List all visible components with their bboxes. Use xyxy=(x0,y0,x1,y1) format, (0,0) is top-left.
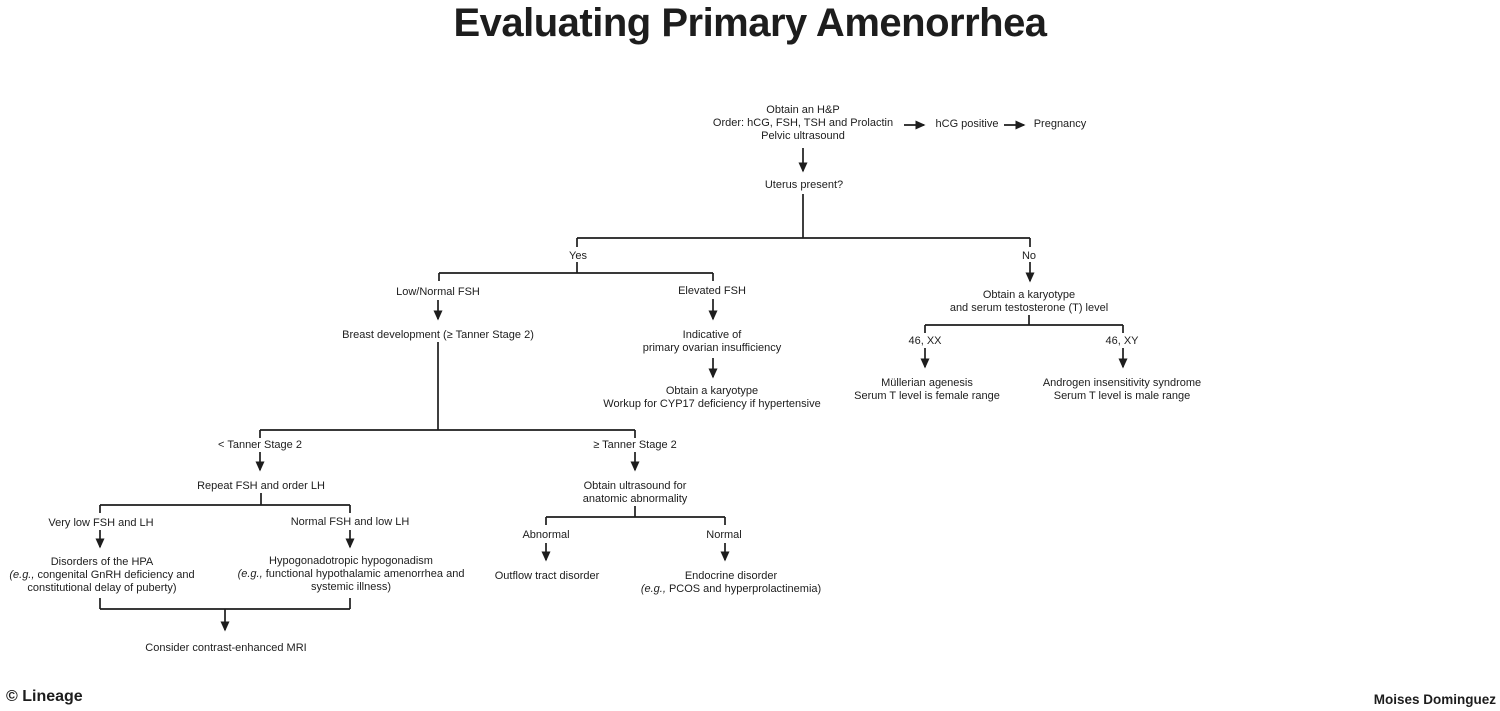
node-obtain-hp: Obtain an H&P Order: hCG, FSH, TSH and P… xyxy=(712,104,894,142)
branch-label-normal-fsh-low-lh: Normal FSH and low LH xyxy=(290,516,410,528)
branch-label-46xy: 46, XY xyxy=(1105,335,1139,347)
node-breast-development: Breast development (≥ Tanner Stage 2) xyxy=(342,329,534,341)
node-endocrine-disorder: Endocrine disorder (e.g., PCOS and hyper… xyxy=(640,570,822,595)
node-hcg-positive: hCG positive xyxy=(935,118,999,130)
branch-label-no: No xyxy=(1021,250,1037,262)
branch-label-lt-tanner2: < Tanner Stage 2 xyxy=(218,439,302,451)
eg-italic: (e.g., xyxy=(237,568,263,580)
node-outflow-tract: Outflow tract disorder xyxy=(494,570,600,582)
branch-label-abnormal: Abnormal xyxy=(522,529,570,541)
branch-label-ge-tanner2: ≥ Tanner Stage 2 xyxy=(593,439,677,451)
eg-italic: (e.g., xyxy=(9,569,35,581)
footer-copyright: © Lineage xyxy=(6,688,83,705)
node-karyotype-cyp17: Obtain a karyotype Workup for CYP17 defi… xyxy=(603,385,821,410)
node-indicative-poi: Indicative of primary ovarian insufficie… xyxy=(642,329,782,354)
node-disorders-hpa: Disorders of the HPA (e.g., congenital G… xyxy=(9,556,195,594)
node-repeat-fsh-lh: Repeat FSH and order LH xyxy=(197,480,325,492)
branch-label-46xx: 46, XX xyxy=(908,335,942,347)
node-obtain-ultrasound: Obtain ultrasound for anatomic abnormali… xyxy=(582,480,688,505)
branch-label-low-normal-fsh: Low/Normal FSH xyxy=(396,286,480,298)
node-karyotype-testosterone: Obtain a karyotype and serum testosteron… xyxy=(949,289,1109,314)
eg-italic: (e.g., xyxy=(640,583,666,595)
node-mullerian-agenesis: Müllerian agenesis Serum T level is fema… xyxy=(854,377,1000,402)
node-pregnancy: Pregnancy xyxy=(1033,118,1087,130)
node-androgen-insensitivity: Androgen insensitivity syndrome Serum T … xyxy=(1042,377,1202,402)
footer-author: Moises Dominguez xyxy=(1373,692,1496,707)
branch-label-yes: Yes xyxy=(569,250,587,262)
node-hypogonadotropic: Hypogonadotropic hypogonadism (e.g., fun… xyxy=(237,555,465,593)
branch-label-elevated-fsh: Elevated FSH xyxy=(678,285,746,297)
page-title: Evaluating Primary Amenorrhea xyxy=(453,1,1047,45)
branch-label-normal: Normal xyxy=(706,529,742,541)
branch-label-very-low-fsh-lh: Very low FSH and LH xyxy=(48,517,154,529)
node-contrast-mri: Consider contrast-enhanced MRI xyxy=(145,642,307,654)
node-uterus-present: Uterus present? xyxy=(764,179,844,191)
